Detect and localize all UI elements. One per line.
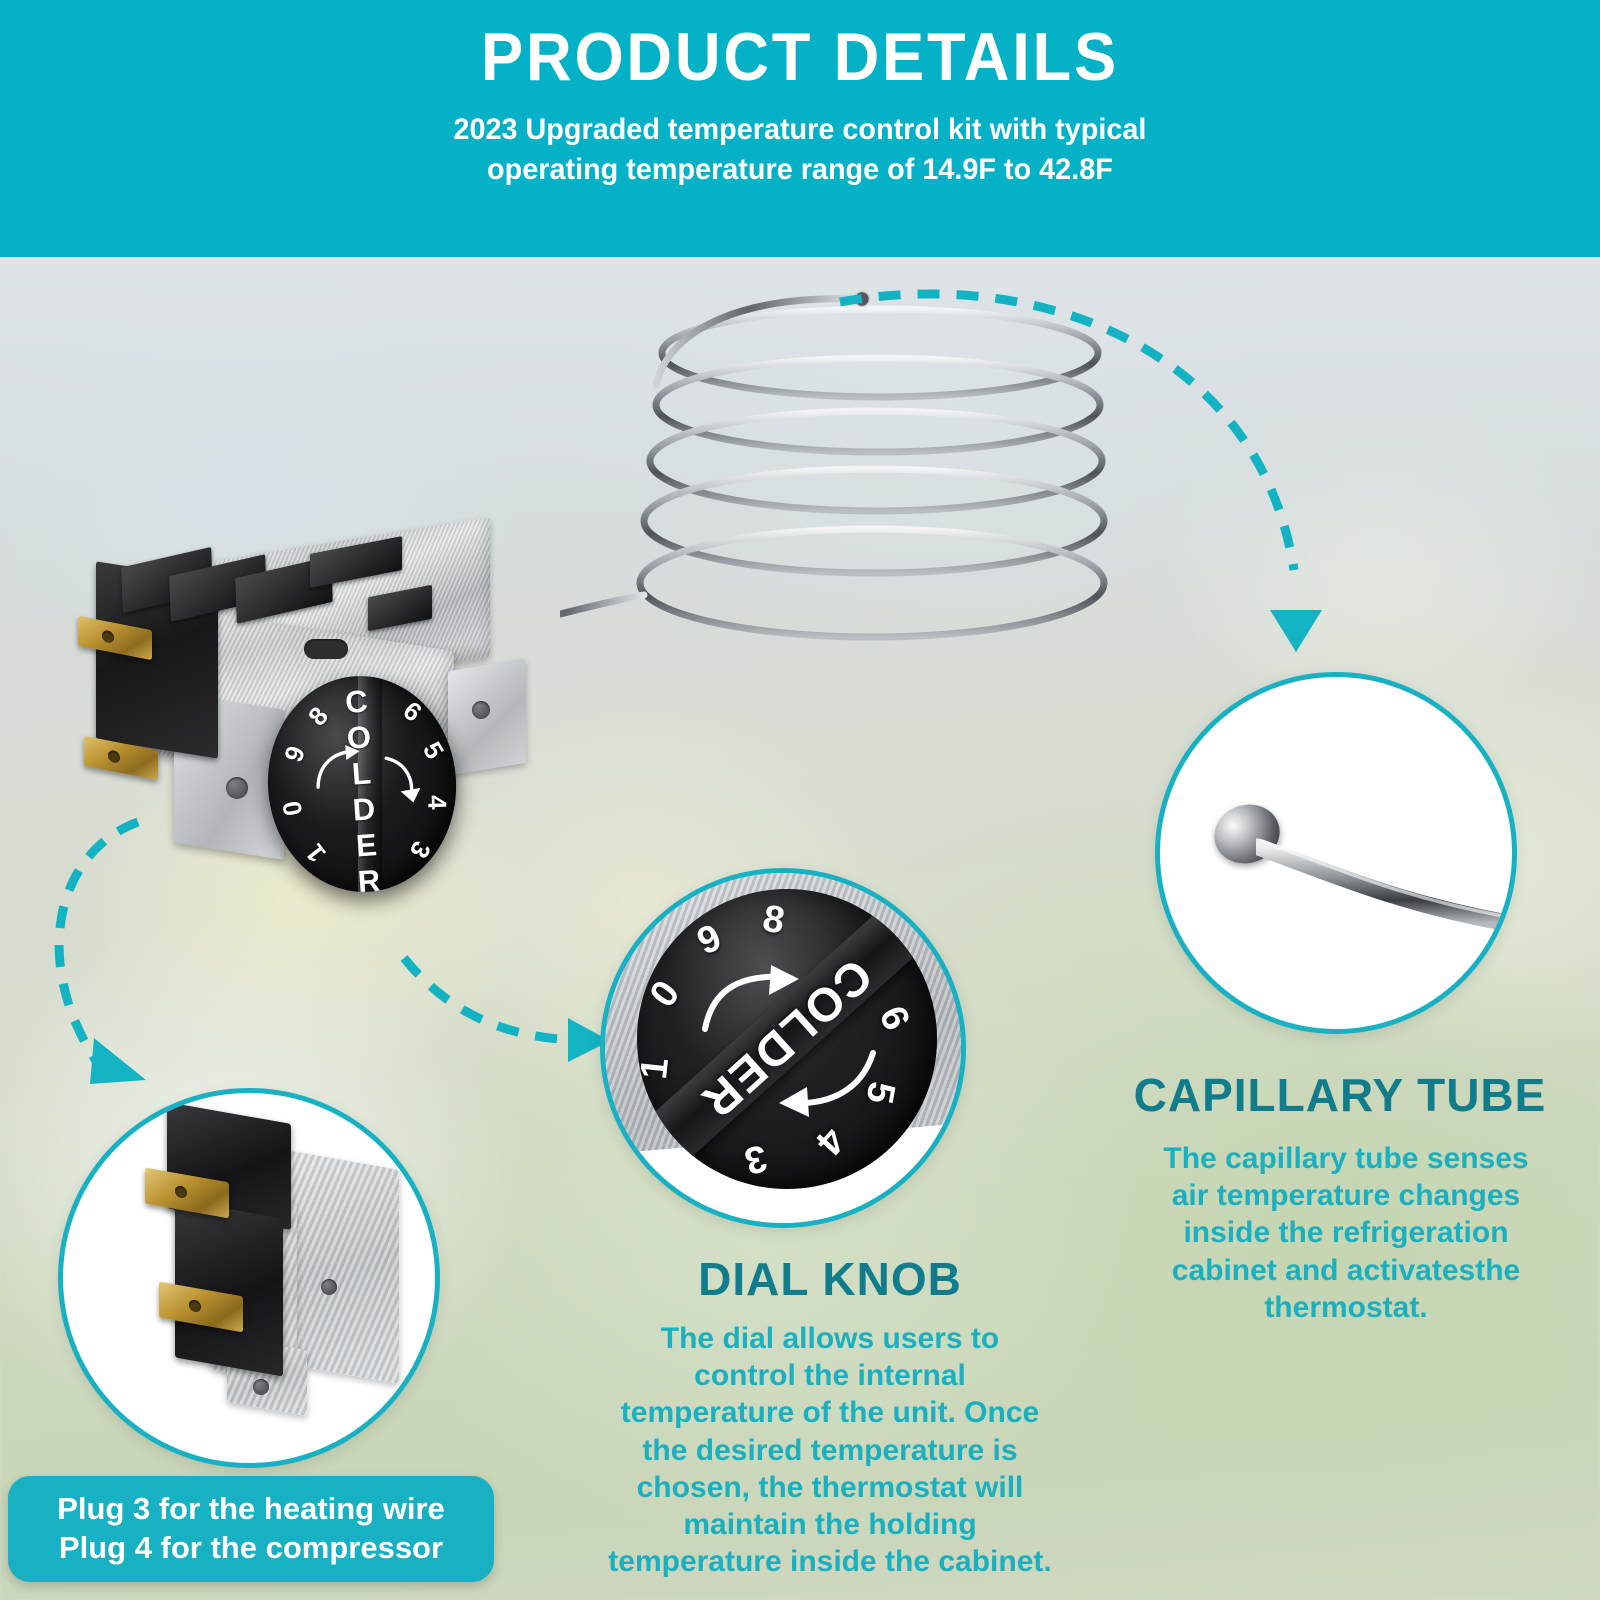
dial-body-line-4: the desired temperature is	[642, 1433, 1018, 1467]
header-subtitle: 2023 Upgraded temperature control kit wi…	[453, 110, 1146, 189]
plug-terminal-4-hole	[189, 1298, 201, 1313]
zoom-knob-number-3: 3	[740, 1136, 772, 1182]
zoom-knob-number-8: 8	[759, 897, 788, 943]
dial-body-line-2: control the internal	[694, 1359, 966, 1393]
plug-zoom-housing-hole	[321, 1279, 337, 1295]
spade-hole-lower	[108, 749, 120, 764]
dial-body-line-6: maintain the holding	[683, 1507, 977, 1541]
knob-number-8: 8	[302, 700, 335, 732]
dial-body-line-3: temperature of the unit. Once	[620, 1396, 1040, 1430]
zoom-knob-arrow-up	[702, 965, 799, 1032]
callout-circle-plug-terminals	[58, 1088, 440, 1468]
housing-slot	[304, 639, 348, 659]
dial-knob-zoomed[interactable]: 8 9 0 1 6 5 4 3 COLDER	[637, 889, 937, 1189]
plug-badge-line-1: Plug 3 for the heating wire	[57, 1491, 445, 1527]
plug-terminal-3-hole	[175, 1184, 187, 1199]
knob-number-6: 6	[397, 695, 428, 728]
header-subtitle-line-1: 2023 Upgraded temperature control kit wi…	[453, 113, 1147, 147]
capillary-tube-body	[1256, 838, 1512, 932]
spade-hole-upper	[102, 629, 114, 644]
bracket-hole-2	[472, 701, 490, 719]
capillary-body-line-1: The capillary tube senses	[1163, 1142, 1529, 1175]
dial-body-line-5: chosen, the thermostat will	[636, 1470, 1024, 1504]
callout-circle-capillary-tube	[1155, 672, 1517, 1034]
page-title: PRODUCT DETAILS	[481, 19, 1119, 95]
dial-body-line-7: temperature inside the cabinet.	[608, 1545, 1052, 1579]
capillary-tube-title: CAPILLARY TUBE	[1133, 1069, 1547, 1121]
knob-arrow-counterclockwise	[316, 745, 360, 789]
zoom-knob-number-1: 1	[637, 1055, 678, 1082]
capillary-body-line-5: thermostat.	[1264, 1290, 1428, 1324]
zoom-knob-number-6: 6	[870, 1000, 918, 1037]
header-banner: PRODUCT DETAILS 2023 Upgraded temperatur…	[0, 0, 1600, 257]
zoom-knob-number-4: 4	[807, 1118, 853, 1163]
thermostat-product-image	[78, 505, 538, 905]
header-subtitle-line-2: operating temperature range of 14.9F to …	[487, 152, 1113, 186]
zoom-knob-arrow-down	[779, 1050, 876, 1117]
zoom-knob-number-0: 0	[641, 973, 689, 1016]
plug-info-badge: Plug 3 for the heating wire Plug 4 for t…	[8, 1476, 494, 1582]
dial-knob-description: The dial allows users to control the int…	[570, 1320, 1090, 1580]
dial-knob-title: DIAL KNOB	[698, 1253, 962, 1305]
capillary-tube-description: The capillary tube senses air temperatur…	[1096, 1140, 1596, 1326]
thermostat-mounting-tab-right	[448, 658, 526, 776]
zoom-knob-number-9: 9	[691, 916, 728, 964]
dial-body-line-1: The dial allows users to	[660, 1322, 1000, 1355]
capillary-body-line-2: air temperature changes	[1171, 1179, 1521, 1213]
knob-number-3: 3	[403, 836, 438, 864]
capillary-body-line-3: inside the refrigeration	[1183, 1216, 1509, 1250]
capillary-body-line-4: cabinet and activatesthe	[1171, 1253, 1521, 1287]
callout-circle-dial-knob: 8 9 0 1 6 5 4 3 COLDER	[600, 868, 966, 1228]
plug-zoom-foot-hole	[253, 1379, 269, 1395]
dial-knob-main[interactable]: 8 9 0 1 6 5 4 3 COLDER	[260, 669, 464, 899]
capillary-tube-coil	[496, 265, 1200, 685]
bracket-hole-1	[226, 777, 248, 799]
knob-number-0: 0	[276, 798, 309, 819]
plug-badge-line-2: Plug 4 for the compressor	[58, 1530, 444, 1565]
knob-arrow-clockwise	[384, 756, 421, 803]
knob-number-1: 1	[299, 838, 332, 869]
